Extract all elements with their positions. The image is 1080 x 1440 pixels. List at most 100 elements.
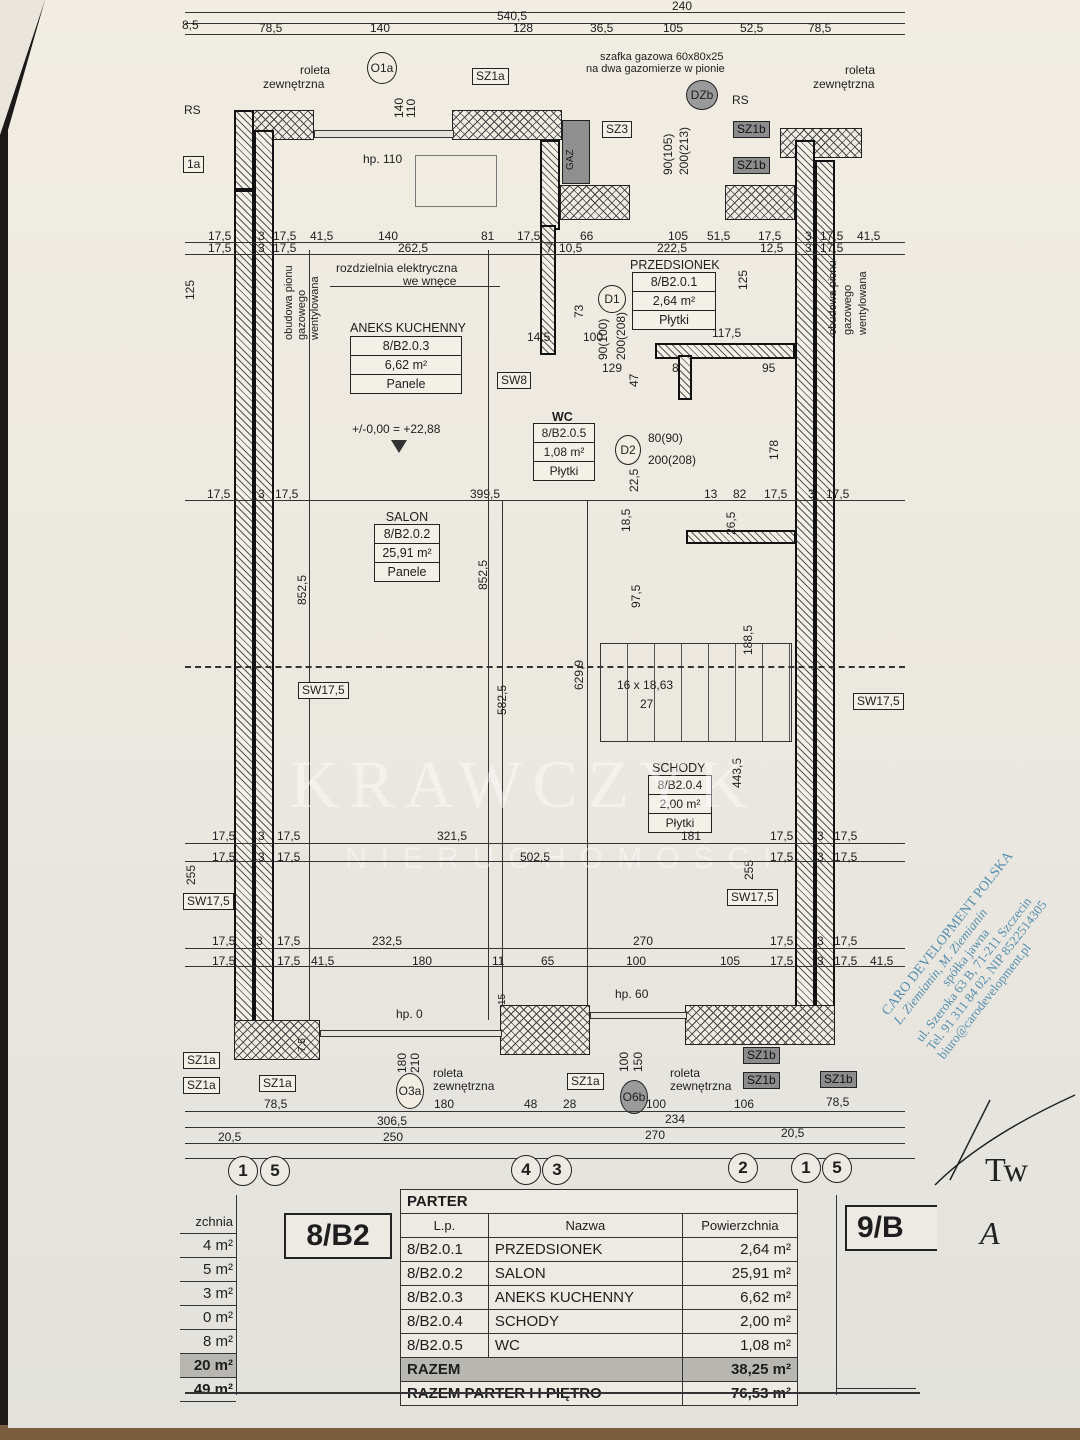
- dim-label: 200(208): [614, 311, 628, 360]
- dim-label: 80(90): [648, 431, 683, 445]
- roleta-label: roleta: [300, 63, 331, 77]
- dim-label: 128: [513, 21, 534, 35]
- dim-label: 306,5: [377, 1114, 408, 1128]
- room-area: 6,62 m²: [351, 356, 461, 375]
- dim-label: 852,5: [295, 574, 309, 605]
- watermark-main: KRAWCZYK: [290, 746, 758, 822]
- dim-line: [185, 500, 905, 501]
- dim-label: 78,5: [264, 1097, 288, 1111]
- axis-marker-1: 1: [791, 1153, 821, 1183]
- tag-sz1b: SZ1b: [733, 121, 770, 139]
- electric-note: rozdzielnia elektryczna: [336, 261, 458, 275]
- dim-label: 3: [817, 850, 824, 864]
- room-label-przedsionek: 8/B2.0.1 2,64 m² Płytki: [632, 272, 716, 330]
- dim-label: 73: [572, 304, 586, 318]
- dim-label: 17,5: [212, 850, 236, 864]
- window-symbol-o1a: O1a: [367, 52, 397, 84]
- dim-label: 3: [258, 241, 265, 255]
- axis-marker-5: 5: [260, 1156, 290, 1186]
- dim-label: 250: [383, 1130, 404, 1144]
- dim-label: 17,5: [208, 241, 232, 255]
- level-mark: +/-0,00 = +22,88: [352, 422, 441, 436]
- dim-label: 41,5: [857, 229, 881, 243]
- table-header: zchnia: [180, 1210, 236, 1234]
- axis-marker-3: 3: [542, 1155, 572, 1185]
- sill-height: hp. 60: [615, 987, 649, 1001]
- dim-label: 100: [646, 1097, 667, 1111]
- tag-sw17-5: SW17,5: [853, 693, 904, 711]
- gas-riser-note: gazowego: [842, 284, 854, 335]
- dim-label: 3: [817, 829, 824, 843]
- room-area: 2,64 m²: [633, 292, 715, 311]
- table-cell: 1,08 m²: [681, 1333, 799, 1358]
- dim-label: 3: [256, 934, 263, 948]
- table-cell: 25,91 m²: [681, 1261, 799, 1286]
- dim-label: 12,5: [760, 241, 784, 255]
- dim-label: 3: [258, 229, 265, 243]
- tag-sz1b: SZ1b: [743, 1047, 780, 1065]
- dim-label: 110: [404, 98, 418, 118]
- tag-sz1a: SZ1a: [567, 1073, 604, 1091]
- wall: [540, 140, 560, 230]
- dim-label: 3: [805, 229, 812, 243]
- column-header: Powierzchnia: [681, 1213, 799, 1238]
- door-symbol-dzb: DZb: [686, 80, 718, 110]
- column-header: L.p.: [400, 1213, 489, 1238]
- axis-marker-4: 4: [511, 1155, 541, 1185]
- roleta-label: zewnętrzna: [263, 77, 325, 91]
- stairs-note: 27: [640, 697, 654, 711]
- dim-label: 14,5: [527, 330, 551, 344]
- dim-label: 540,5: [497, 9, 528, 23]
- wall-wc: [678, 355, 692, 400]
- room-floor: Płytki: [659, 313, 689, 327]
- dim-label: 17,5: [834, 829, 858, 843]
- dim-label: 17,5: [207, 487, 231, 501]
- table-cell: SALON: [487, 1261, 683, 1286]
- dim-label: 18,5: [619, 508, 633, 532]
- dim-label: 17,5: [277, 954, 301, 968]
- dim-line: [185, 948, 905, 949]
- dim-label: 3: [805, 241, 812, 255]
- dim-label: 262,5: [398, 241, 429, 255]
- room-floor: Płytki: [549, 464, 579, 478]
- dim-line: [587, 500, 588, 1020]
- kitchen-sink: [415, 155, 497, 207]
- watermark-sub: NIERUCHOMOŚCI: [345, 842, 786, 875]
- table-row: 8/B2.0.3 ANEKS KUCHENNY 6,62 m²: [400, 1285, 799, 1310]
- desk-surface: [0, 1425, 1080, 1440]
- dim-label: 200(213): [677, 126, 691, 175]
- dim-label: 399,5: [470, 487, 501, 501]
- dim-line: [488, 250, 489, 1020]
- dim-label: 8,5: [182, 18, 199, 32]
- table-cell: 6,62 m²: [681, 1285, 799, 1310]
- table-cell: ANEKS KUCHENNY: [487, 1285, 683, 1310]
- dim-label: 66: [580, 229, 594, 243]
- wall: [234, 1020, 320, 1060]
- dim-label: 65: [541, 954, 555, 968]
- wall: [234, 110, 254, 190]
- dim-label: 10,5: [559, 241, 583, 255]
- dim-label: 26,5: [724, 511, 738, 535]
- tag-sw8: SW8: [497, 372, 532, 390]
- sheet-border: [185, 1392, 920, 1394]
- table-row: 8/B2.0.2 SALON 25,91 m²: [400, 1261, 799, 1286]
- signature: A: [980, 1215, 1000, 1251]
- tag-sw17-5: SW17,5: [727, 889, 778, 907]
- dim-label: 17,5: [212, 954, 236, 968]
- dim-label: 22,5: [627, 468, 641, 492]
- column-header: Nazwa: [487, 1213, 683, 1238]
- rs-label: RS: [732, 93, 749, 107]
- dim-label: 17,5: [820, 241, 844, 255]
- dim-label: 100: [626, 954, 647, 968]
- unit-label: 8/B2: [284, 1213, 392, 1259]
- dim-label: 52,5: [740, 21, 764, 35]
- neighbor-unit-label: 9/B: [845, 1205, 937, 1251]
- dim-label: 17,5: [208, 229, 232, 243]
- dim-line: [309, 250, 310, 1020]
- dim-label: 181: [681, 829, 702, 843]
- dim-label: 17,5: [826, 487, 850, 501]
- table-cell: 3 m²: [180, 1282, 236, 1306]
- dim-line: [502, 500, 503, 1020]
- table-cell: 0 m²: [180, 1306, 236, 1330]
- room-id: 8/B2.0.1: [633, 273, 715, 292]
